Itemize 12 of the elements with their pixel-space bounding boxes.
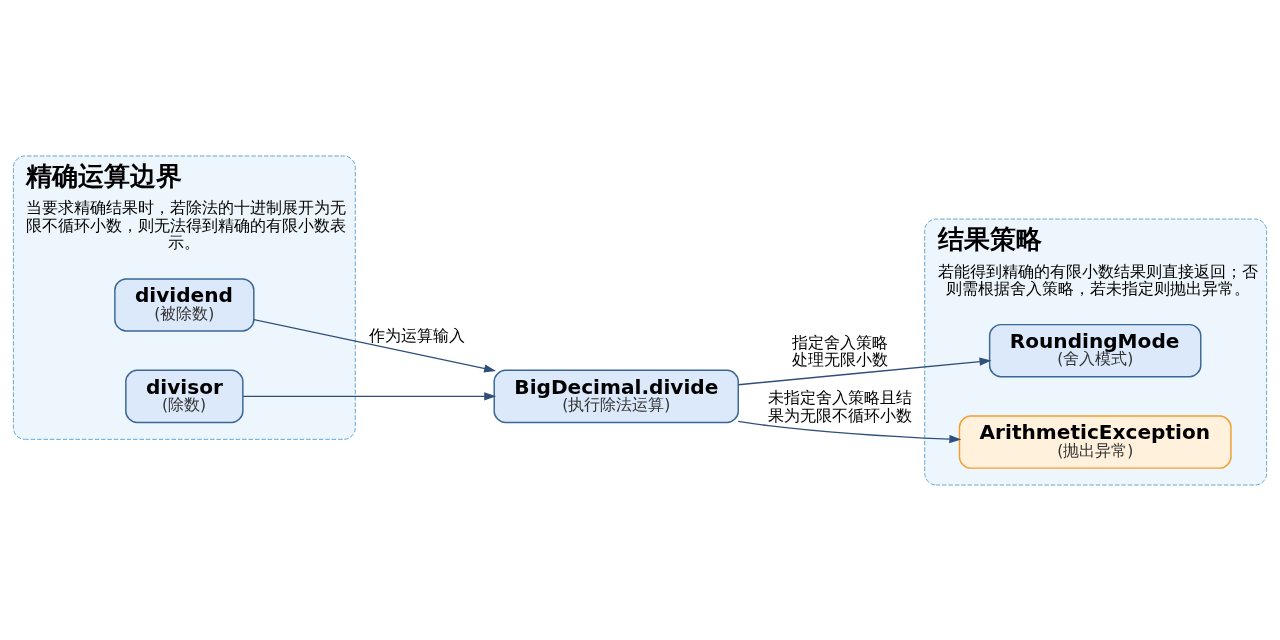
node-box: ArithmeticException (抛出异常) [958,414,1232,469]
node-box: BigDecimal.divide (执行除法运算) [493,369,739,423]
node-box: dividend (被除数) [114,277,255,332]
edge-label: 未指定舍入策略且结果为无限不循环小数 [767,388,912,425]
edge-label: 作为运算输入 [368,326,465,345]
arrow [242,391,497,401]
node-box: divisor (除数) [125,369,244,423]
edge-label: 指定舍入策略处理无限小数 [791,333,888,369]
node-box: RoundingMode (舍入模式) [988,323,1202,377]
arrow [253,318,497,373]
arrow [737,357,992,385]
arrow [737,420,962,443]
